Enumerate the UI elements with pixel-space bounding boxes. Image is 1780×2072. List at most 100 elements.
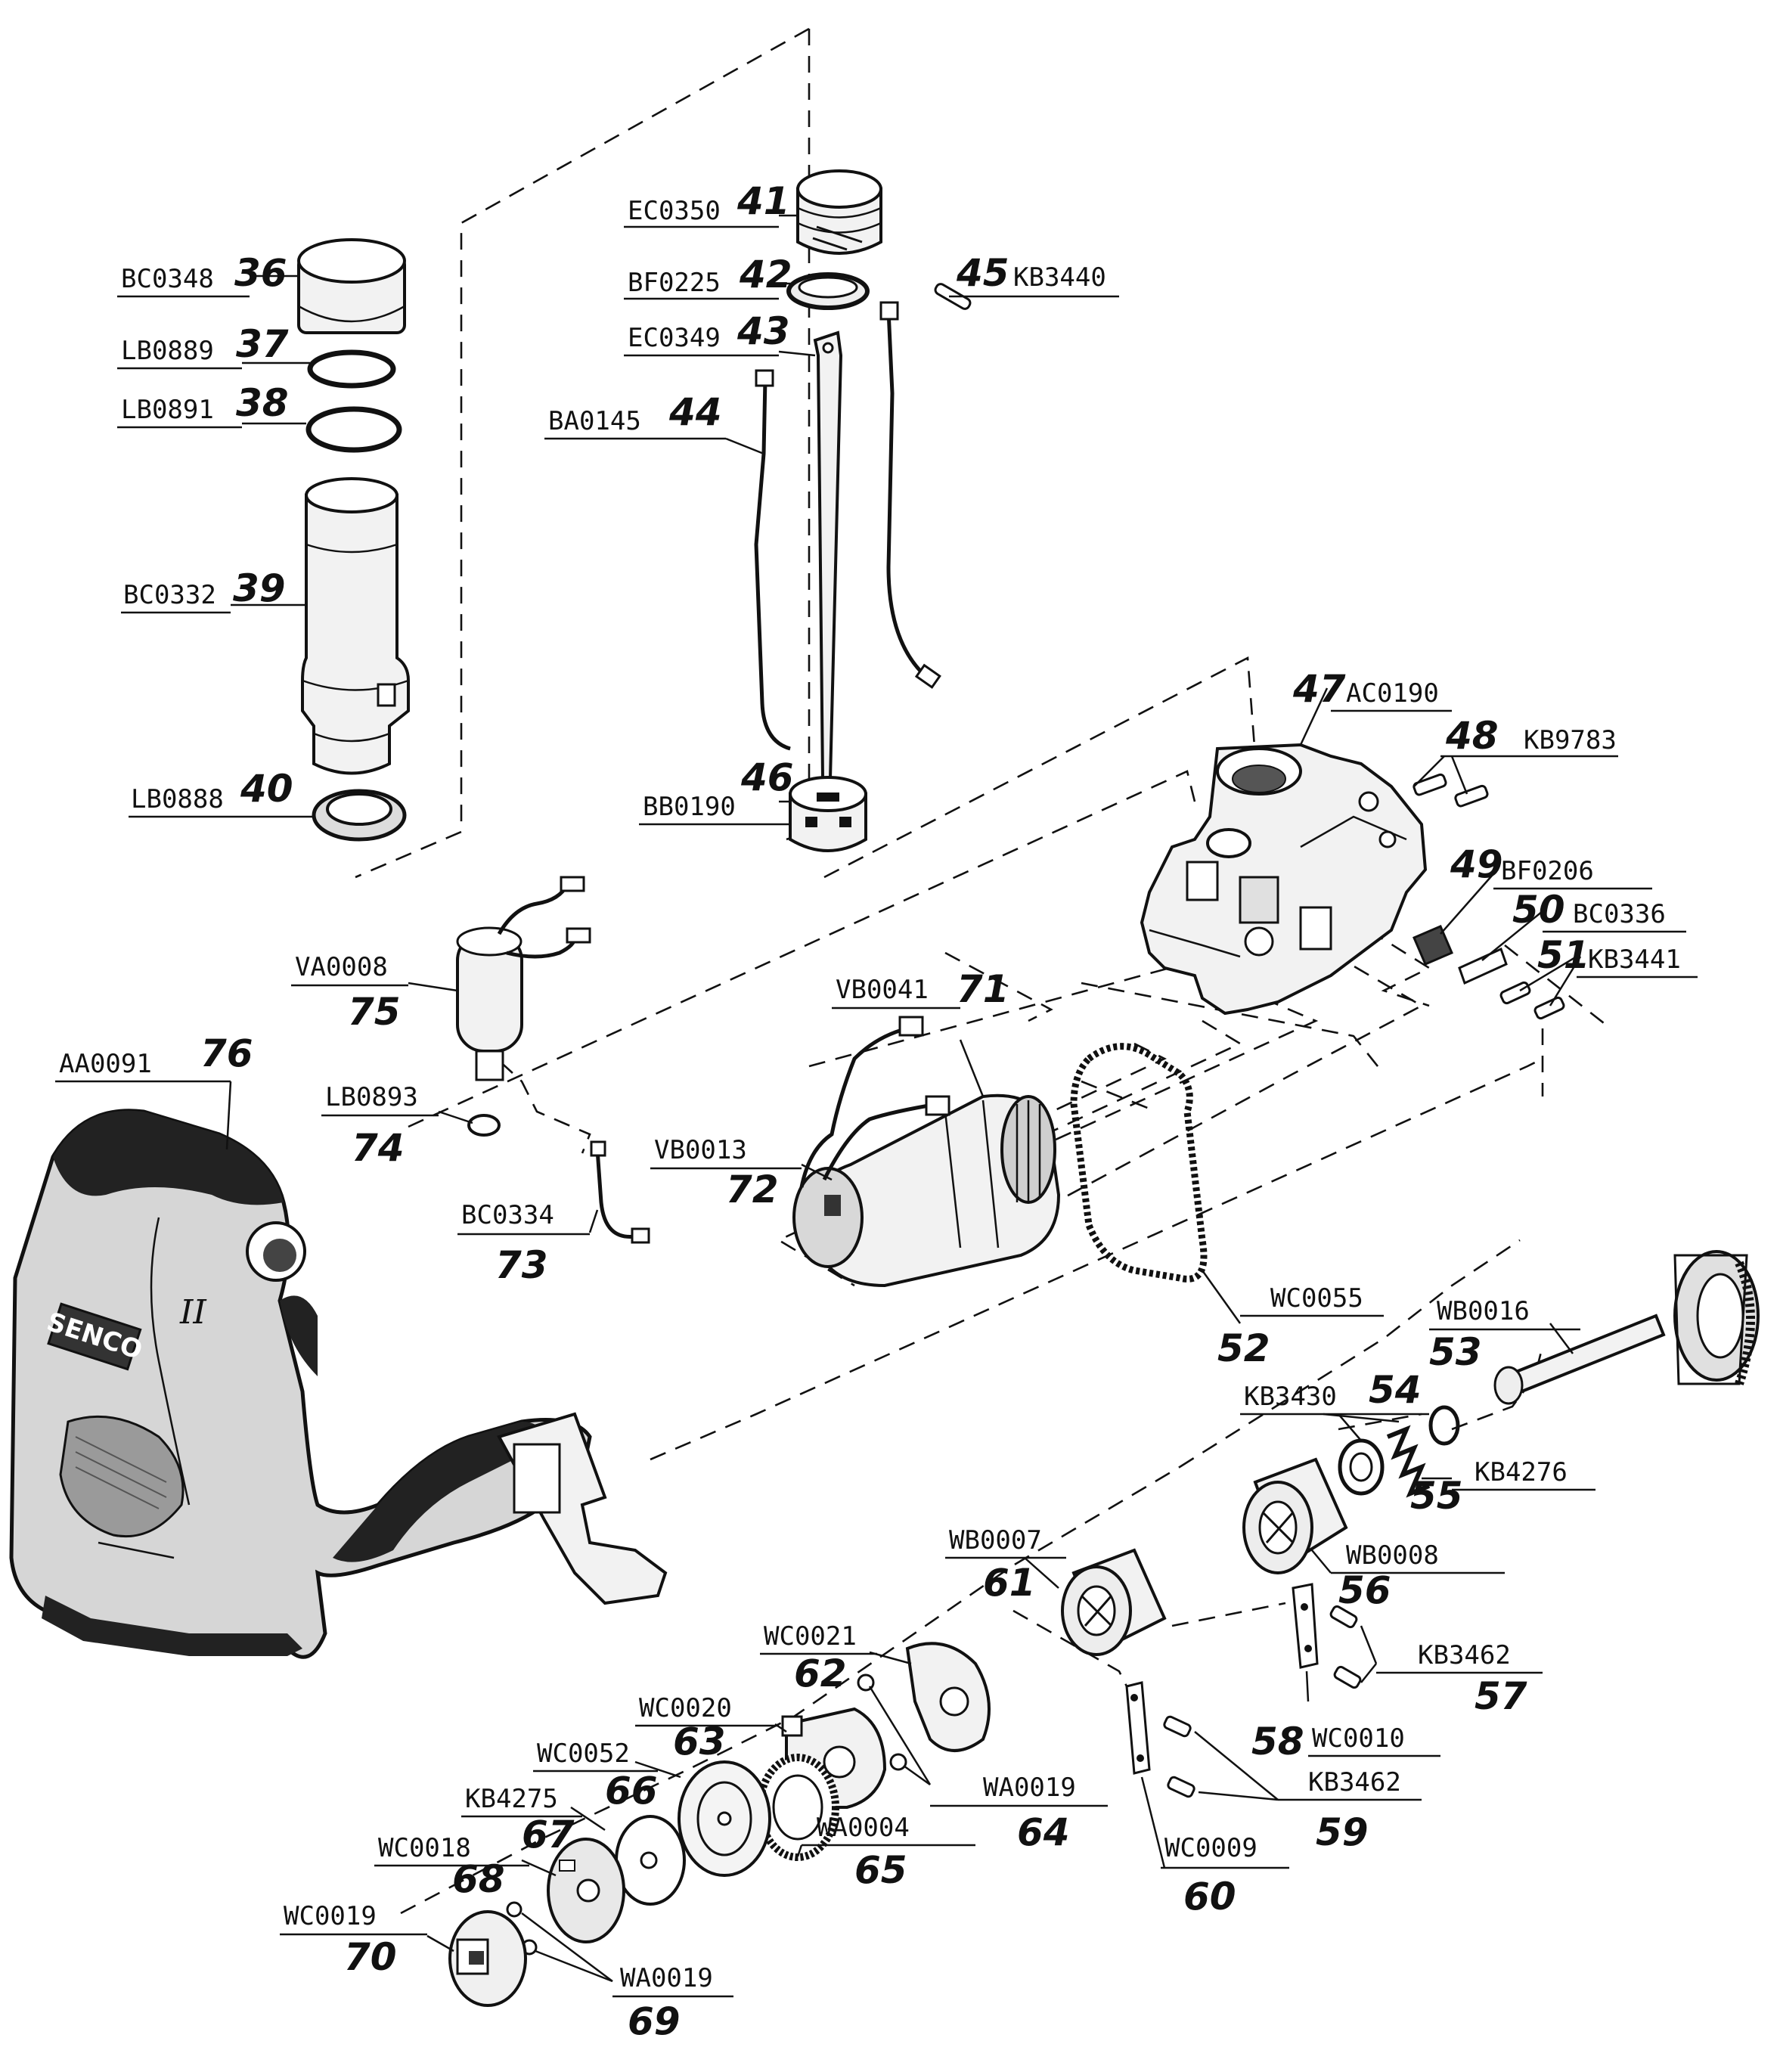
part-number: 52 [1217, 1326, 1270, 1370]
part-label-53: WB0016 53 [1429, 1296, 1580, 1374]
part-number: 75 [348, 990, 401, 1034]
part-label-55: 55 KB4276 [1410, 1457, 1595, 1518]
part-code: EC0349 [628, 323, 721, 353]
housing-mark: II [179, 1293, 207, 1332]
part-label-39: BC0332 39 [121, 566, 286, 614]
part-label-40: LB0888 40 [129, 767, 293, 818]
part-code: AC0190 [1346, 678, 1439, 709]
part-number: 55 [1410, 1474, 1463, 1518]
part-code: WB0007 [949, 1525, 1042, 1556]
part-number: 60 [1183, 1875, 1236, 1918]
part-code: BC0332 [123, 580, 216, 610]
part-label-65: WA0004 65 [802, 1813, 975, 1892]
part-label-71: VB0041 71 [832, 967, 1009, 1011]
part-number: 67 [522, 1813, 575, 1856]
part-41-piston [796, 169, 882, 255]
part-75-solenoid [456, 876, 591, 1081]
part-47-frame [1140, 743, 1428, 1016]
part-code: LB0891 [121, 395, 214, 425]
part-code: WC0010 [1312, 1723, 1405, 1754]
part-56-pulley [1242, 1457, 1348, 1574]
part-42-ring [786, 272, 870, 310]
part-label-56: WB0008 56 [1331, 1540, 1505, 1612]
part-code: BF0206 [1501, 856, 1594, 886]
part-label-73: BC0334 73 [457, 1200, 590, 1287]
part-40-ring [312, 789, 407, 842]
part-52-belt [1070, 1043, 1208, 1283]
part-code: KB3430 [1244, 1382, 1337, 1412]
part-label-60: WC0009 60 [1161, 1833, 1289, 1918]
part-67-washer [615, 1815, 686, 1906]
part-number: 64 [1017, 1810, 1070, 1854]
part-number: 62 [794, 1652, 847, 1695]
part-code: KB3462 [1308, 1767, 1401, 1797]
part-label-64: WA0019 64 [930, 1773, 1108, 1854]
part-label-66: WC0052 66 [533, 1739, 658, 1813]
part-64-balls [857, 1673, 907, 1771]
part-label-54: KB3430 54 [1240, 1368, 1429, 1416]
part-54-washer [1338, 1438, 1385, 1496]
part-code: WC0018 [378, 1833, 471, 1863]
part-57-screws [1329, 1605, 1362, 1689]
part-number: 71 [957, 967, 1009, 1011]
part-72-motor [792, 1093, 1061, 1288]
part-label-62: WC0021 62 [760, 1621, 877, 1695]
part-62-cam [905, 1642, 991, 1752]
part-label-38: LB0891 38 [117, 381, 289, 429]
part-55-spring [1386, 1425, 1431, 1498]
part-label-43: EC0349 43 [624, 309, 790, 357]
part-label-69: WA0019 69 [612, 1963, 733, 2043]
part-number: 65 [854, 1848, 907, 1892]
part-number: 45 [956, 251, 1009, 295]
part-number: 37 [236, 322, 289, 366]
part-label-44: BA0145 44 [544, 390, 726, 440]
part-number: 73 [495, 1243, 548, 1287]
part-code: KB3441 [1588, 944, 1681, 975]
part-43-rod [813, 330, 843, 780]
part-code: KB9783 [1524, 725, 1617, 755]
part-code: KB3440 [1013, 262, 1106, 293]
part-number: 68 [452, 1857, 505, 1901]
part-code: VA0008 [295, 952, 388, 982]
part-50-plate [1458, 947, 1508, 985]
leader-lines [225, 214, 1582, 1983]
part-53-drive-shaft [1493, 1250, 1760, 1405]
part-code: WB0016 [1437, 1296, 1530, 1326]
part-number: 41 [736, 179, 790, 223]
part-number: 48 [1445, 714, 1499, 758]
part-60-bracket [1125, 1681, 1151, 1775]
part-code: WC0019 [284, 1901, 377, 1931]
part-label-52: WC0055 52 [1217, 1283, 1384, 1370]
part-code: WA0019 [983, 1773, 1076, 1803]
part-label-61: WB0007 61 [945, 1525, 1066, 1605]
part-code: BF0225 [628, 268, 721, 298]
part-number: 57 [1475, 1674, 1527, 1718]
part-39-cylinder [301, 477, 410, 775]
part-36-cap [297, 238, 406, 334]
part-code: VB0041 [836, 975, 929, 1005]
part-number: 40 [240, 767, 293, 811]
part-code: WC0052 [537, 1739, 630, 1769]
part-44-wire [754, 301, 941, 751]
part-label-51: 51 KB3441 [1537, 933, 1698, 979]
part-label-48: 48 KB9783 [1440, 714, 1618, 758]
part-49-switch [1413, 925, 1453, 966]
part-number: 38 [236, 381, 289, 425]
part-number: 61 [983, 1561, 1036, 1605]
part-number: 69 [628, 1999, 681, 2043]
part-number: 58 [1251, 1720, 1304, 1763]
part-70-end-cap [448, 1910, 527, 2007]
part-code: WB0008 [1346, 1540, 1439, 1571]
part-48-screws [1413, 773, 1489, 808]
part-76-housing: SENCO II [9, 1109, 668, 1659]
part-number: 50 [1512, 888, 1565, 932]
part-label-75: VA0008 75 [291, 952, 408, 1034]
part-number: 70 [344, 1935, 397, 1979]
part-code: BC0334 [461, 1200, 554, 1230]
part-label-50: 50 BC0336 [1512, 888, 1686, 933]
part-code: VB0013 [654, 1135, 747, 1165]
part-59-screws [1163, 1715, 1195, 1798]
part-number: 43 [736, 309, 790, 353]
part-code: WA0004 [817, 1813, 910, 1843]
